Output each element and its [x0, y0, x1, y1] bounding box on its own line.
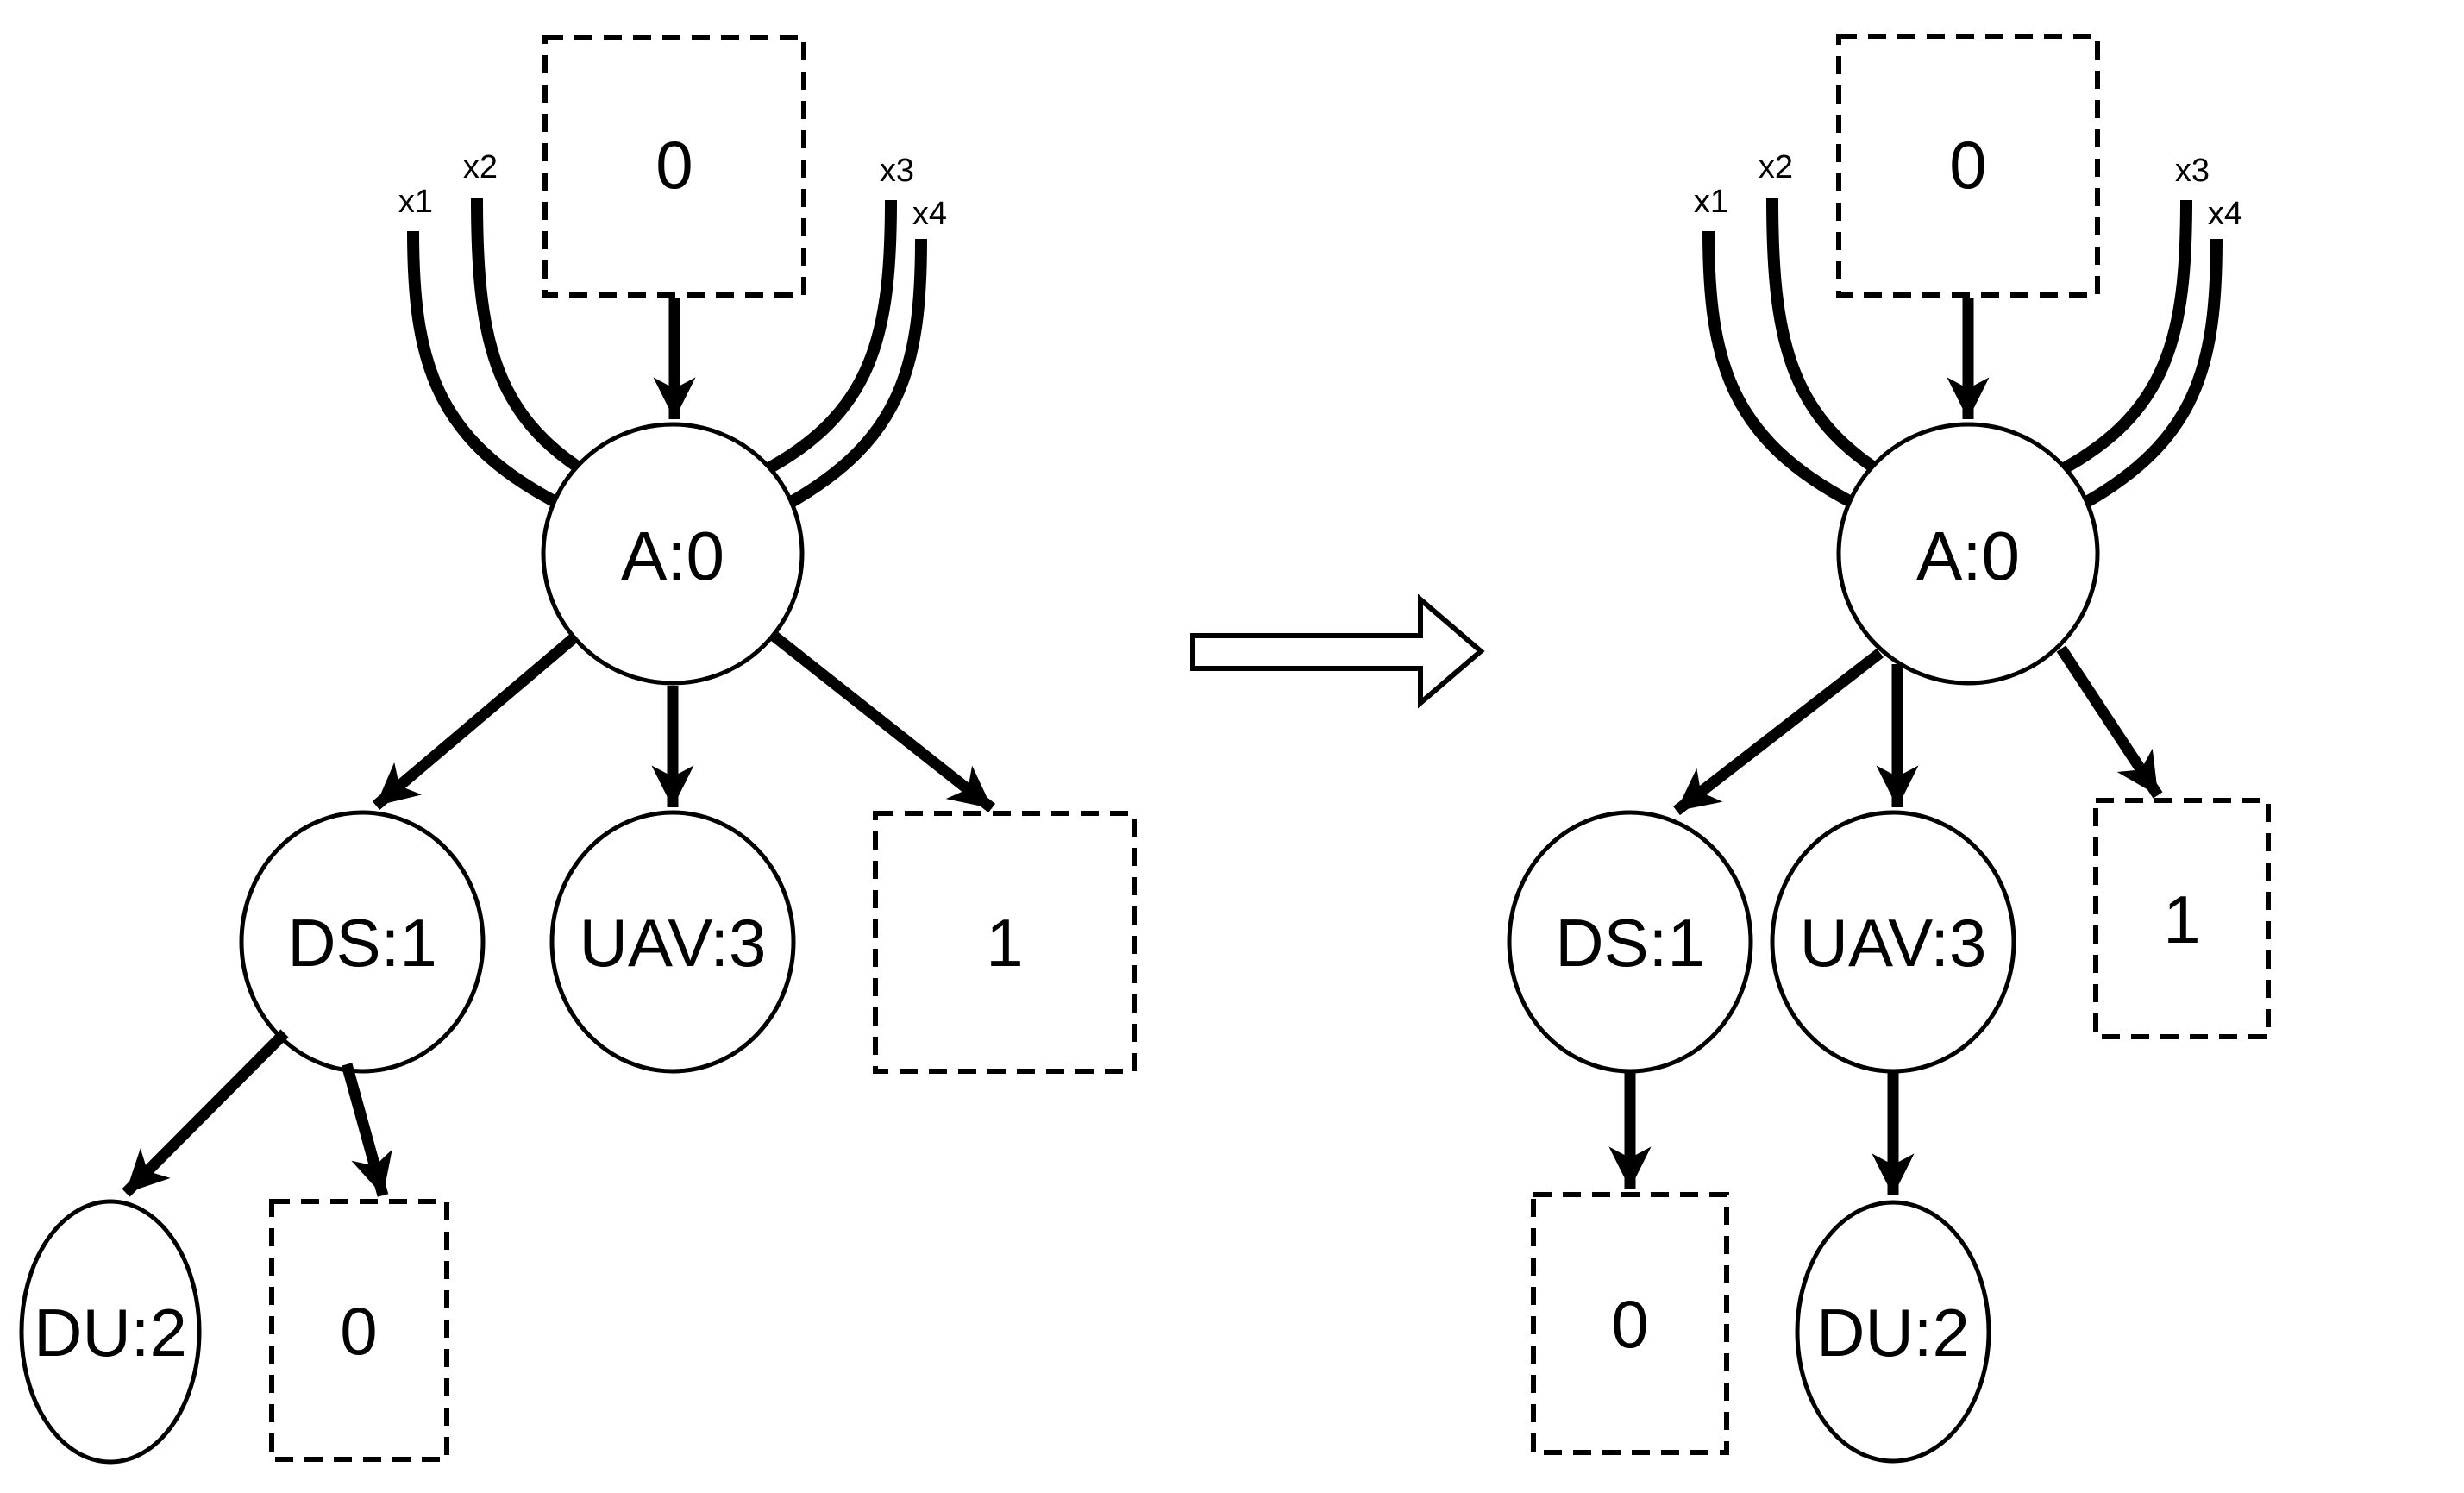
left-root-node: [541, 422, 805, 686]
left-arrow-ds-to-du: [122, 1029, 289, 1197]
left-input-line-x1: [407, 230, 562, 510]
right-input-label-x2: x2: [1759, 149, 1793, 185]
right-tree: x1 x2 x3 x4 0 A:0 DS:1 UAV:3 1 0 DU:2: [1507, 34, 2271, 1464]
right-input-box-label: 0: [1949, 127, 1986, 203]
left-node-uav: [549, 810, 796, 1074]
right-node-ds: [1507, 810, 1753, 1074]
left-input-label-x4: x4: [912, 196, 947, 232]
right-node-du: [1795, 1200, 1991, 1464]
left-uav-label: UAV:3: [580, 905, 767, 981]
right-input-box: [1836, 34, 2100, 298]
transformation-arrow-icon: [1190, 593, 1485, 709]
right-root-label: A:0: [1916, 518, 2020, 594]
right-input-label-x4: x4: [2208, 196, 2242, 232]
left-box1-label: 1: [986, 905, 1023, 981]
right-input-label-x1: x1: [1694, 184, 1728, 220]
left-input-box-label: 0: [655, 127, 693, 203]
left-input-label-x1: x1: [398, 184, 433, 220]
right-ds-label: DS:1: [1555, 905, 1704, 981]
left-input-line-x2: [471, 198, 590, 478]
right-box0-label: 0: [1611, 1286, 1648, 1362]
left-input-label-x2: x2: [463, 149, 498, 185]
right-input-label-x3: x3: [2175, 153, 2210, 189]
left-input-label-x3: x3: [880, 153, 914, 189]
left-input-line-x3: [757, 199, 897, 479]
right-input-line-x4: [2080, 238, 2223, 510]
right-arrow-root-to-box1: [2056, 645, 2163, 799]
right-node-uav: [1770, 810, 2016, 1074]
left-du-label: DU:2: [34, 1295, 187, 1371]
left-arrow-root-to-box1: [769, 630, 996, 813]
right-leaf-box-1: [2093, 798, 2271, 1039]
left-arrow-ds-to-box0: [341, 1063, 392, 1197]
right-box1-label: 1: [2163, 881, 2200, 957]
left-arrow-root-to-ds: [372, 634, 578, 810]
right-du-label: DU:2: [1816, 1295, 1970, 1371]
right-input-line-x1: [1702, 230, 1858, 510]
left-leaf-box-0: [269, 1199, 449, 1462]
left-node-ds: [239, 810, 486, 1074]
left-box0-label: 0: [340, 1293, 377, 1369]
left-node-du: [19, 1199, 202, 1465]
left-leaf-box-1: [873, 811, 1137, 1074]
left-root-label: A:0: [621, 518, 724, 594]
right-input-line-x2: [1766, 198, 1885, 478]
right-input-line-x3: [2053, 199, 2192, 479]
left-input-line-x4: [785, 238, 927, 510]
right-leaf-box-0: [1531, 1192, 1729, 1455]
right-arrow-root-to-ds: [1673, 648, 1884, 816]
left-input-box: [542, 35, 806, 298]
left-tree: x1 x2 x3 x4 0 A:0 DS:1 UAV:3 1 DU:2 0: [19, 35, 1137, 1465]
left-ds-label: DS:1: [287, 905, 436, 981]
right-root-node: [1836, 422, 2100, 686]
right-uav-label: UAV:3: [1800, 905, 1987, 981]
